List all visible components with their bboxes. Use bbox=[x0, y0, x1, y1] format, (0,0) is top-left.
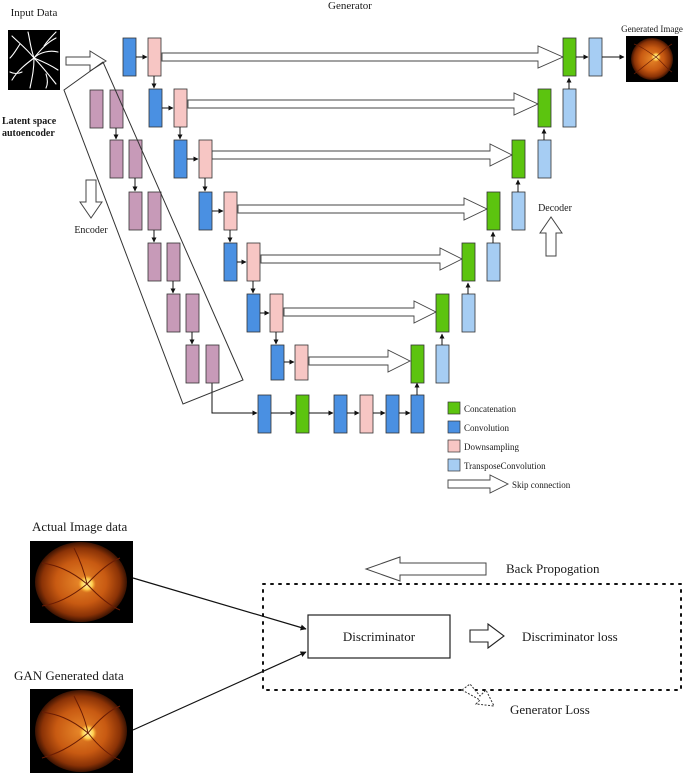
skip-connection-arrows bbox=[161, 45, 565, 373]
generated-image-label: Generated Image bbox=[621, 24, 683, 34]
bottleneck-blocks bbox=[257, 394, 425, 434]
latent-flow-arrows bbox=[113, 128, 195, 345]
legend-swatch-convolution bbox=[447, 420, 461, 434]
discriminator-box bbox=[307, 614, 451, 659]
actual-image-label: Actual Image data bbox=[32, 519, 128, 534]
input-vessel-mask-image bbox=[8, 30, 60, 90]
legend: Concatenation Convolution Downsampling T… bbox=[447, 401, 571, 494]
encoder-label: Encoder bbox=[74, 225, 108, 236]
backprop-arrow-icon bbox=[364, 556, 487, 582]
encoder-blocks bbox=[122, 37, 309, 381]
latent-label-line2: autoencoder bbox=[2, 128, 55, 139]
input-arrow-icon bbox=[65, 50, 107, 72]
actual-fundus-image bbox=[30, 541, 133, 623]
legend-label-downsampling: Downsampling bbox=[464, 442, 519, 452]
generator-loss-label: Generator Loss bbox=[510, 702, 590, 717]
latent-space-blocks bbox=[89, 89, 220, 384]
input-data-label: Input Data bbox=[11, 7, 58, 19]
legend-label-transpose: TransposeConvolution bbox=[464, 461, 546, 471]
legend-swatch-downsampling bbox=[447, 439, 461, 453]
legend-skip-arrow-icon bbox=[447, 474, 510, 494]
bottleneck-flow-arrows bbox=[211, 380, 420, 416]
discriminator-loss-arrow-icon bbox=[469, 622, 505, 650]
decoder-label: Decoder bbox=[538, 203, 573, 214]
gan-generated-label: GAN Generated data bbox=[14, 668, 124, 683]
decoder-blocks bbox=[410, 37, 603, 384]
input-to-discriminator-arrows bbox=[132, 577, 307, 731]
legend-label-convolution: Convolution bbox=[464, 423, 510, 433]
discriminator-loss-label: Discriminator loss bbox=[522, 629, 618, 644]
legend-label-concatenation: Concatenation bbox=[464, 404, 516, 414]
generator-title: Generator bbox=[328, 0, 372, 12]
generated-fundus-image bbox=[626, 36, 678, 82]
decoder-flow-arrows bbox=[439, 54, 625, 345]
latent-label-line1: Latent space bbox=[2, 116, 57, 127]
backprop-label: Back Propogation bbox=[506, 561, 600, 576]
legend-label-skip: Skip connection bbox=[512, 480, 571, 490]
discriminator-label: Discriminator bbox=[343, 629, 416, 644]
legend-swatch-concatenation bbox=[447, 401, 461, 415]
encoder-flow-arrows bbox=[136, 54, 295, 365]
encoder-down-arrow-icon bbox=[79, 179, 103, 219]
generator-loss-arrow-icon bbox=[461, 683, 495, 707]
decoder-up-arrow-icon bbox=[539, 216, 563, 257]
discriminator-dotted-boundary bbox=[262, 583, 682, 691]
gan-generated-fundus-image bbox=[30, 689, 133, 773]
legend-swatch-transpose bbox=[447, 458, 461, 472]
latent-space-border bbox=[63, 61, 244, 405]
